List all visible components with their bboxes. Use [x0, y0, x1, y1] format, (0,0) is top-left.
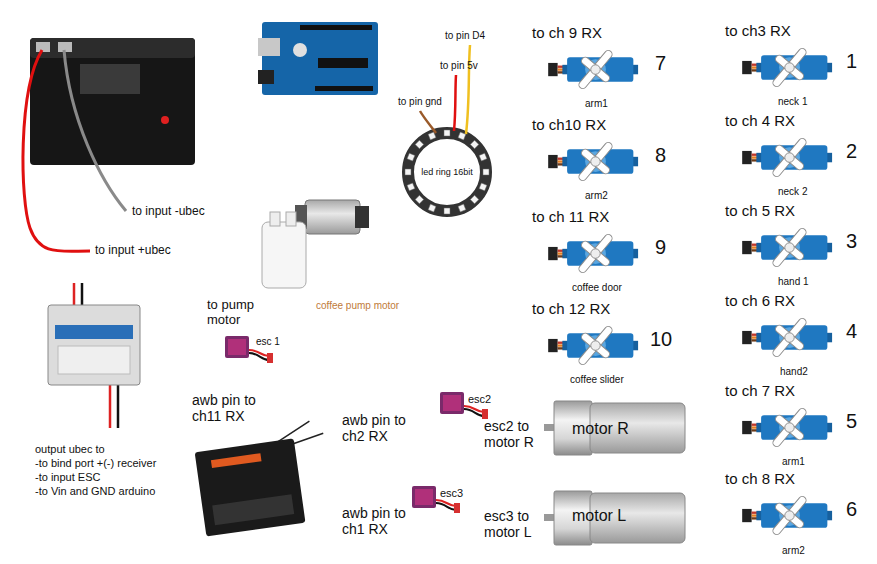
callout-number: 3 [846, 230, 857, 253]
pump-motor [262, 200, 369, 288]
part-label: esc 1 [256, 336, 280, 348]
gear-motor [544, 401, 685, 455]
note-line: -to input ESC [35, 471, 100, 484]
servo-name: neck 2 [778, 186, 807, 198]
servo-icon [742, 47, 832, 88]
callout-number: 5 [846, 410, 857, 433]
servo-name: arm1 [782, 456, 805, 468]
wire-label: to input -ubec [132, 205, 205, 219]
note-line: -to Vin and GND arduino [35, 485, 155, 498]
pin-label: to pin D4 [445, 30, 485, 42]
channel-label: to ch 12 RX [532, 300, 610, 317]
receiver [193, 419, 336, 536]
pin-label: to pin gnd [398, 96, 442, 108]
negative-wire [64, 50, 126, 211]
gear-motor [544, 491, 685, 545]
callout-number: 7 [655, 52, 666, 75]
part-label: esc2 [468, 393, 491, 406]
channel-label: to ch 6 RX [725, 292, 795, 309]
pin-label: to pin 5v [440, 60, 478, 72]
part-label: motor R [572, 420, 629, 438]
servo-name: coffee slider [570, 374, 624, 386]
callout-number: 9 [655, 236, 666, 259]
note-line: -to bind port +(-) receiver [35, 457, 156, 470]
channel-label: to ch10 RX [532, 116, 606, 133]
channel-label: to ch3 RX [725, 22, 791, 39]
servo-name: arm2 [782, 545, 805, 557]
servo-icon [548, 141, 638, 182]
wire-label: esc2 to motor R [484, 418, 538, 450]
channel-label: to ch 9 RX [532, 24, 602, 41]
servo-icon [742, 407, 832, 448]
wire-label: esc3 to motor L [484, 508, 538, 540]
wire-label: awb pin to ch11 RX [192, 392, 272, 424]
servo-name: arm2 [585, 190, 608, 202]
data-wire [466, 45, 470, 134]
callout-number: 1 [846, 50, 857, 73]
part-label: esc3 [440, 487, 463, 500]
positive-wire [23, 50, 90, 251]
servo-name: coffee door [572, 282, 622, 294]
ground-wire [420, 111, 436, 133]
channel-label: to ch 7 RX [725, 382, 795, 399]
led-ring [405, 130, 489, 214]
note-line: output ubec to [35, 443, 105, 456]
callout-number: 10 [650, 328, 672, 351]
ubec [48, 283, 140, 428]
wire-label: to input +ubec [95, 244, 171, 258]
servo-icon [742, 227, 832, 268]
callout-number: 2 [846, 140, 857, 163]
channel-label: to ch 4 RX [725, 112, 795, 129]
servo-icon [548, 49, 638, 90]
channel-label: to ch 8 RX [725, 470, 795, 487]
wire-label: to pump motor [207, 298, 267, 328]
part-label: led ring 16bit [421, 167, 473, 177]
servo-name: neck 1 [778, 96, 807, 108]
servo-name: hand2 [780, 366, 808, 378]
servo-icon [548, 325, 638, 366]
callout-number: 4 [846, 320, 857, 343]
wire-label: awb pin to ch1 RX [342, 505, 408, 537]
servo-icon [742, 317, 832, 358]
callout-number: 6 [846, 498, 857, 521]
wire-label: awb pin to ch2 RX [342, 412, 408, 444]
servo-icon [742, 137, 832, 178]
arduino-board [258, 22, 378, 95]
power-wire [454, 75, 456, 131]
servo-name: arm1 [585, 98, 608, 110]
channel-label: to ch 11 RX [532, 208, 609, 225]
channel-label: to ch 5 RX [725, 202, 795, 219]
part-label: motor L [572, 507, 626, 525]
servo-icon [548, 233, 638, 274]
callout-number: 8 [655, 144, 666, 167]
servo-icon [742, 495, 832, 536]
battery [30, 38, 195, 165]
part-label: coffee pump motor [316, 300, 399, 312]
servo-name: hand 1 [778, 276, 809, 288]
